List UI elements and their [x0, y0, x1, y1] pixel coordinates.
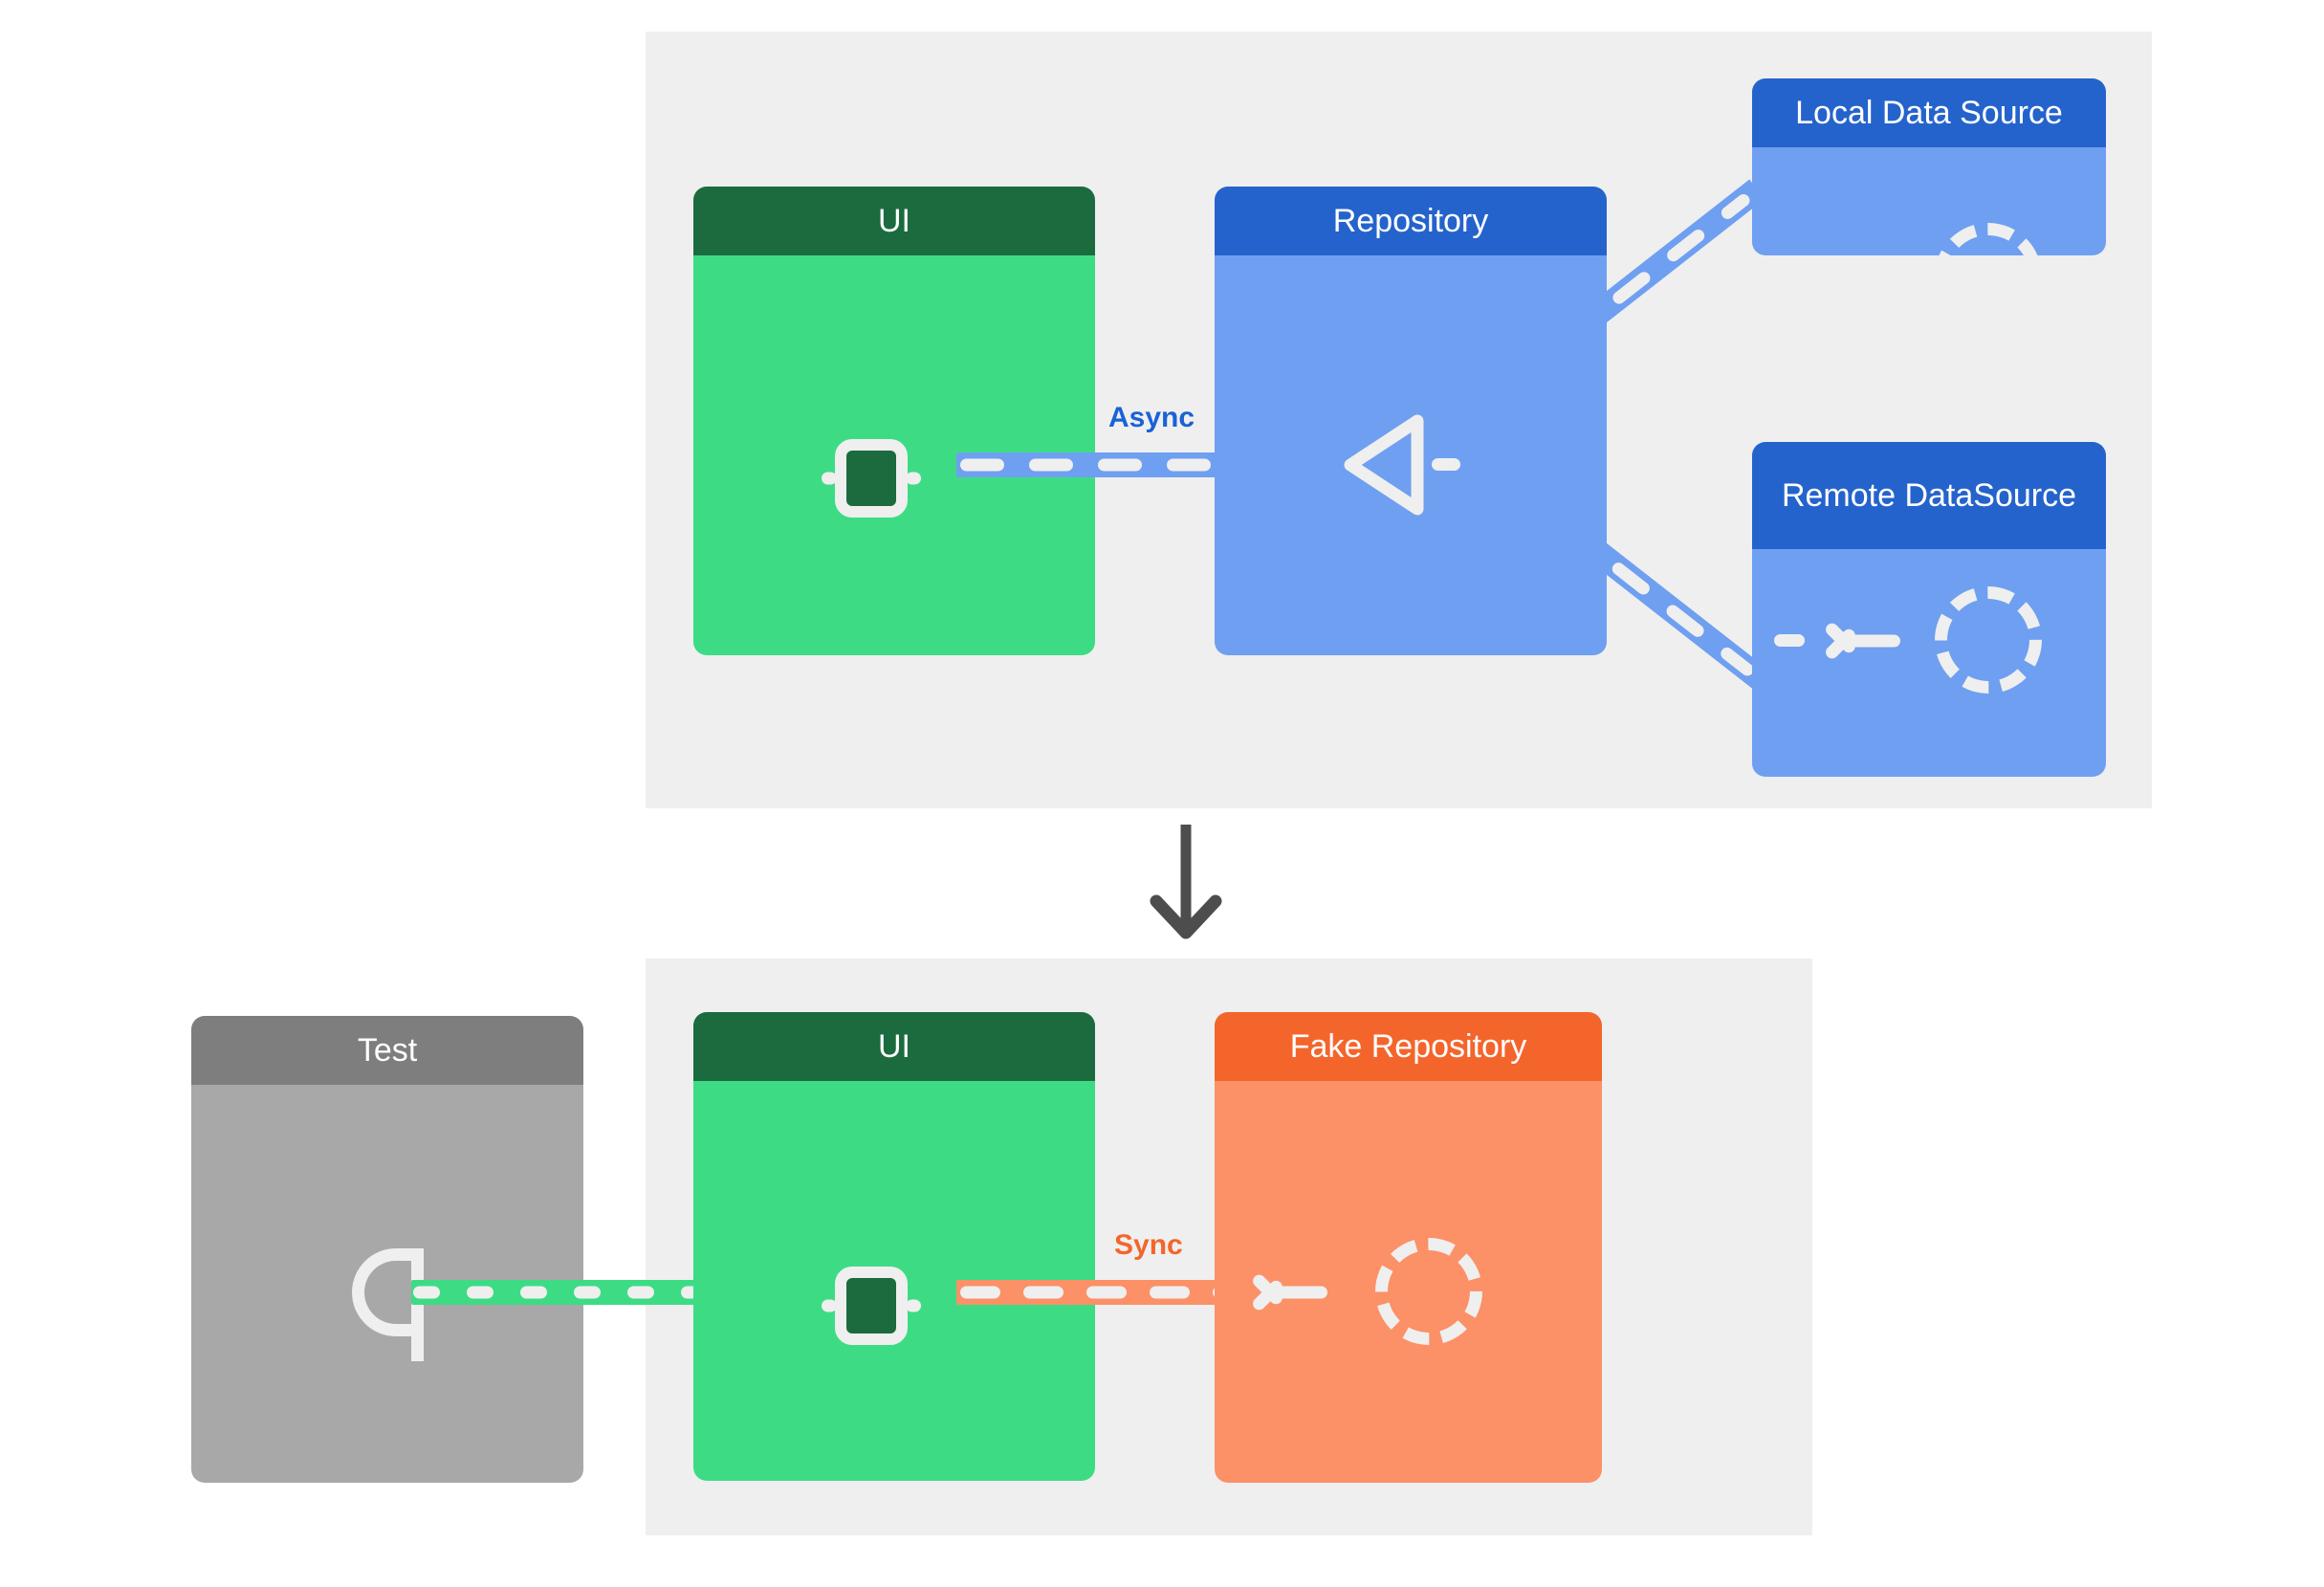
- remote-inlet-dash: [1774, 634, 1805, 647]
- box-remote-data-source-body: [1752, 549, 2106, 777]
- edge-label-async: Async: [1108, 402, 1195, 433]
- ui-port-icon-test: [822, 1267, 921, 1345]
- box-local-data-source[interactable]: Local Data Source: [1752, 78, 2106, 255]
- box-repository[interactable]: Repository: [1215, 187, 1607, 655]
- dashed-ring-icon-fake-repo: [1375, 1238, 1482, 1345]
- box-remote-data-source-title-line1: Remote Data: [1781, 476, 1974, 514]
- arrow-shaft: [1841, 634, 1900, 648]
- box-repository-body: [1215, 255, 1607, 655]
- ui-port-nub-left: [822, 472, 837, 485]
- down-arrow-icon: [1143, 823, 1229, 942]
- box-remote-data-source[interactable]: Remote Data Source: [1752, 442, 2106, 777]
- box-fake-repository-title: Fake Repository: [1215, 1012, 1602, 1081]
- box-local-data-source-title: Local Data Source: [1752, 78, 2106, 147]
- box-ui-production-title: UI: [693, 187, 1095, 255]
- box-remote-data-source-title: Remote Data Source: [1752, 442, 2106, 549]
- merge-triangle-icon: [1339, 411, 1427, 518]
- box-repository-title: Repository: [1215, 187, 1607, 255]
- ui-port-icon: [822, 439, 921, 518]
- box-local-data-source-body: [1752, 147, 2106, 255]
- arrow-shaft: [1268, 1286, 1327, 1299]
- box-ui-production[interactable]: UI: [693, 187, 1095, 655]
- dashed-ring-icon-local: [1935, 223, 2042, 330]
- ui-port-nub-left: [822, 1299, 837, 1312]
- arrow-left-icon-fake-repo: [1250, 1265, 1327, 1320]
- box-remote-data-source-title-line2: Source: [1973, 476, 2077, 514]
- repository-inlet-dash: [1432, 458, 1460, 471]
- arrow-left-icon-local: [1823, 250, 1900, 305]
- arrow-left-icon-remote: [1823, 613, 1900, 669]
- ui-port-nub-right: [906, 472, 921, 485]
- box-ui-test-title: UI: [693, 1012, 1095, 1081]
- arrow-shaft: [1841, 271, 1900, 284]
- dashed-ring-icon-remote: [1935, 586, 2042, 694]
- box-ui-test[interactable]: UI: [693, 1012, 1095, 1481]
- box-test-title: Test: [191, 1016, 583, 1085]
- local-inlet-dash: [1774, 271, 1805, 283]
- ui-port-nub-right: [906, 1299, 921, 1312]
- edge-label-sync: Sync: [1114, 1229, 1183, 1261]
